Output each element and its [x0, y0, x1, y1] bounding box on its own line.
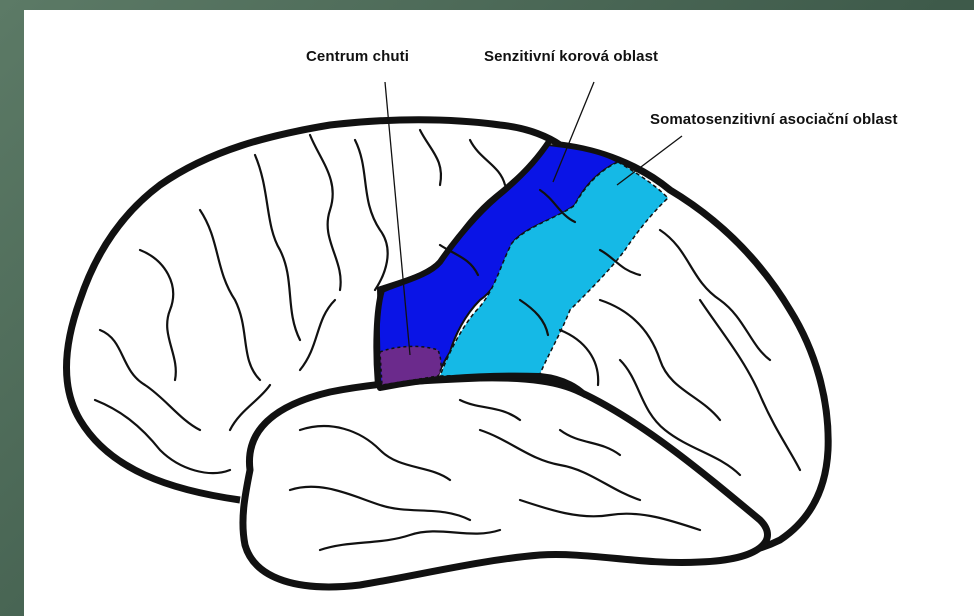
somatosensory-association-label: Somatosenzitivní asociační oblast	[650, 111, 898, 128]
taste-center-label: Centrum chuti	[306, 48, 409, 65]
sensory-cortex-label: Senzitivní korová oblast	[484, 48, 658, 65]
